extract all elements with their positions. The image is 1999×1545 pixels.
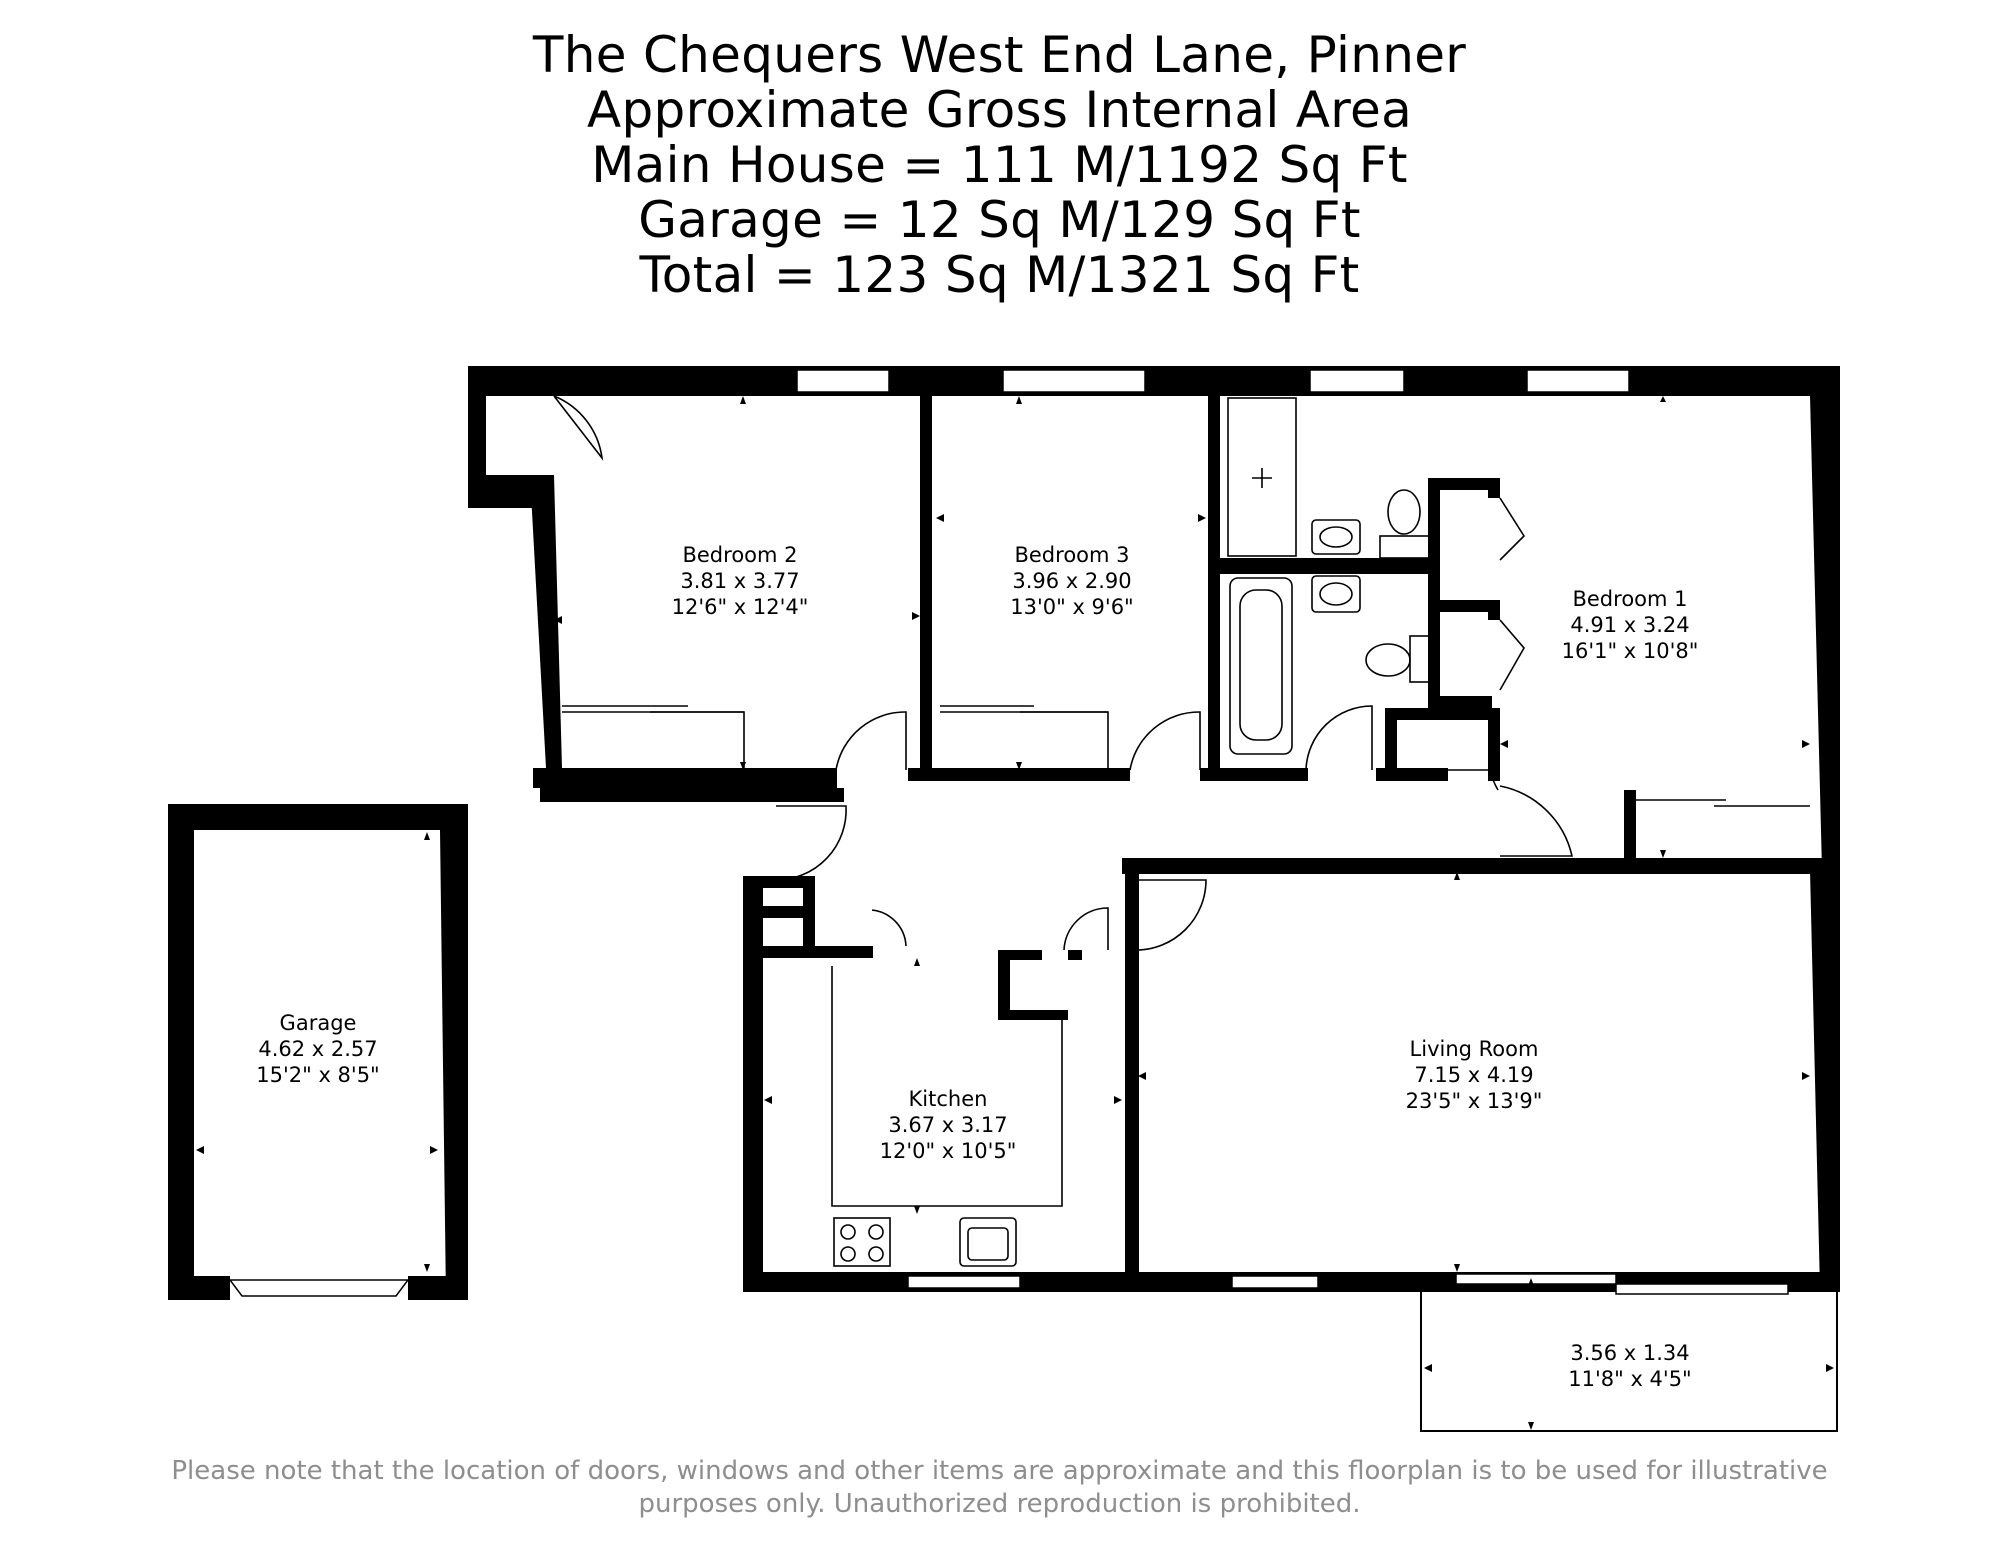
- dimension-arrows: [196, 396, 1834, 1430]
- room-bedroom1: Bedroom 1 4.91 x 3.24 16'1" x 10'8": [1562, 587, 1699, 663]
- room-metric: 3.96 x 2.90: [1012, 569, 1131, 593]
- disclaimer-line: Please note that the location of doors, …: [171, 1456, 1828, 1486]
- door-store: [871, 909, 907, 947]
- walls: [168, 366, 1840, 1432]
- disclaimer-line: purposes only. Unauthorized reproduction…: [638, 1489, 1361, 1519]
- property-address: The Chequers West End Lane, Pinner: [532, 26, 1467, 84]
- room-imperial: 11'8" x 4'5": [1568, 1367, 1691, 1391]
- plan-title-block: The Chequers West End Lane, Pinner Appro…: [0, 28, 1999, 303]
- kitchen-worktop: [831, 966, 1063, 1207]
- room-balcony: 3.56 x 1.34 11'8" x 4'5": [1568, 1341, 1691, 1391]
- main-house-area: Main House = 111 M/1192 Sq Ft: [591, 136, 1408, 194]
- wc-cistern: [1379, 535, 1439, 559]
- room-name: Bedroom 1: [1572, 587, 1687, 611]
- room-imperial: 12'0" x 10'5": [880, 1139, 1017, 1163]
- door-entrance: [775, 805, 847, 881]
- door-bedroom3: [1129, 711, 1201, 771]
- toilet-icon: [1365, 643, 1411, 677]
- room-imperial: 15'2" x 8'5": [256, 1063, 379, 1087]
- bath-icon: [1229, 577, 1293, 755]
- door-cupboard: [1063, 907, 1109, 951]
- room-kitchen: Kitchen 3.67 x 3.17 12'0" x 10'5": [880, 1087, 1017, 1163]
- hob-icon: [833, 1217, 891, 1267]
- room-name: Bedroom 2: [682, 543, 797, 567]
- door-bathroom: [1305, 705, 1373, 771]
- basin-icon: [1311, 575, 1361, 613]
- room-metric: 4.62 x 2.57: [258, 1037, 377, 1061]
- room-imperial: 13'0" x 9'6": [1010, 595, 1133, 619]
- room-living: Living Room 7.15 x 4.19 23'5" x 13'9": [1406, 1037, 1543, 1113]
- door-bedroom2: [835, 711, 907, 771]
- room-imperial: 12'6" x 12'4": [672, 595, 809, 619]
- door-living: [1135, 879, 1207, 951]
- room-imperial: 16'1" x 10'8": [1562, 639, 1699, 663]
- room-imperial: 23'5" x 13'9": [1406, 1089, 1543, 1113]
- fixtures: [562, 397, 1810, 1267]
- door-closet: [553, 395, 604, 461]
- room-name: Living Room: [1410, 1037, 1539, 1061]
- toilet-icon: [1387, 489, 1421, 535]
- room-metric: 7.15 x 4.19: [1414, 1063, 1533, 1087]
- room-name: Bedroom 3: [1014, 543, 1129, 567]
- shower-tray: [1227, 397, 1297, 557]
- room-name: Kitchen: [909, 1087, 988, 1111]
- doors: [553, 395, 1574, 951]
- room-metric: 3.81 x 3.77: [680, 569, 799, 593]
- room-metric: 4.91 x 3.24: [1570, 613, 1689, 637]
- total-area: Total = 123 Sq M/1321 Sq Ft: [639, 246, 1360, 304]
- room-bedroom2: Bedroom 2 3.81 x 3.77 12'6" x 12'4": [672, 543, 809, 619]
- room-name: Garage: [280, 1011, 357, 1035]
- room-metric: 3.56 x 1.34: [1570, 1341, 1689, 1365]
- basin-icon: [1311, 519, 1361, 555]
- area-heading: Approximate Gross Internal Area: [586, 81, 1413, 139]
- room-garage: Garage 4.62 x 2.57 15'2" x 8'5": [256, 1011, 379, 1087]
- room-metric: 3.67 x 3.17: [888, 1113, 1007, 1137]
- sink-icon: [959, 1217, 1017, 1267]
- disclaimer: Please note that the location of doors, …: [0, 1455, 1999, 1521]
- garage-area: Garage = 12 Sq M/129 Sq Ft: [638, 191, 1361, 249]
- room-bedroom3: Bedroom 3 3.96 x 2.90 13'0" x 9'6": [1010, 543, 1133, 619]
- windows: [228, 369, 1789, 1297]
- door-airing: [1420, 769, 1499, 791]
- door-bedroom1: [1499, 785, 1574, 857]
